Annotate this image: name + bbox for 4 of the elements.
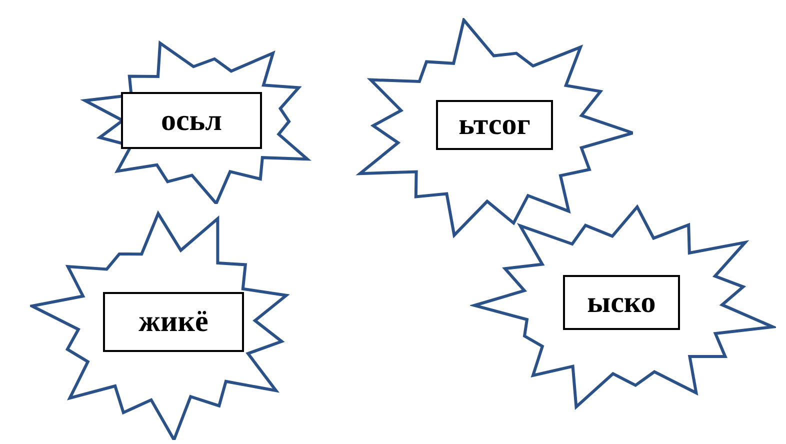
word-box: жикё bbox=[103, 292, 244, 352]
word-box: осьл bbox=[121, 92, 262, 149]
word-box: ыско bbox=[563, 275, 680, 330]
word-box: ьтсог bbox=[436, 100, 553, 150]
